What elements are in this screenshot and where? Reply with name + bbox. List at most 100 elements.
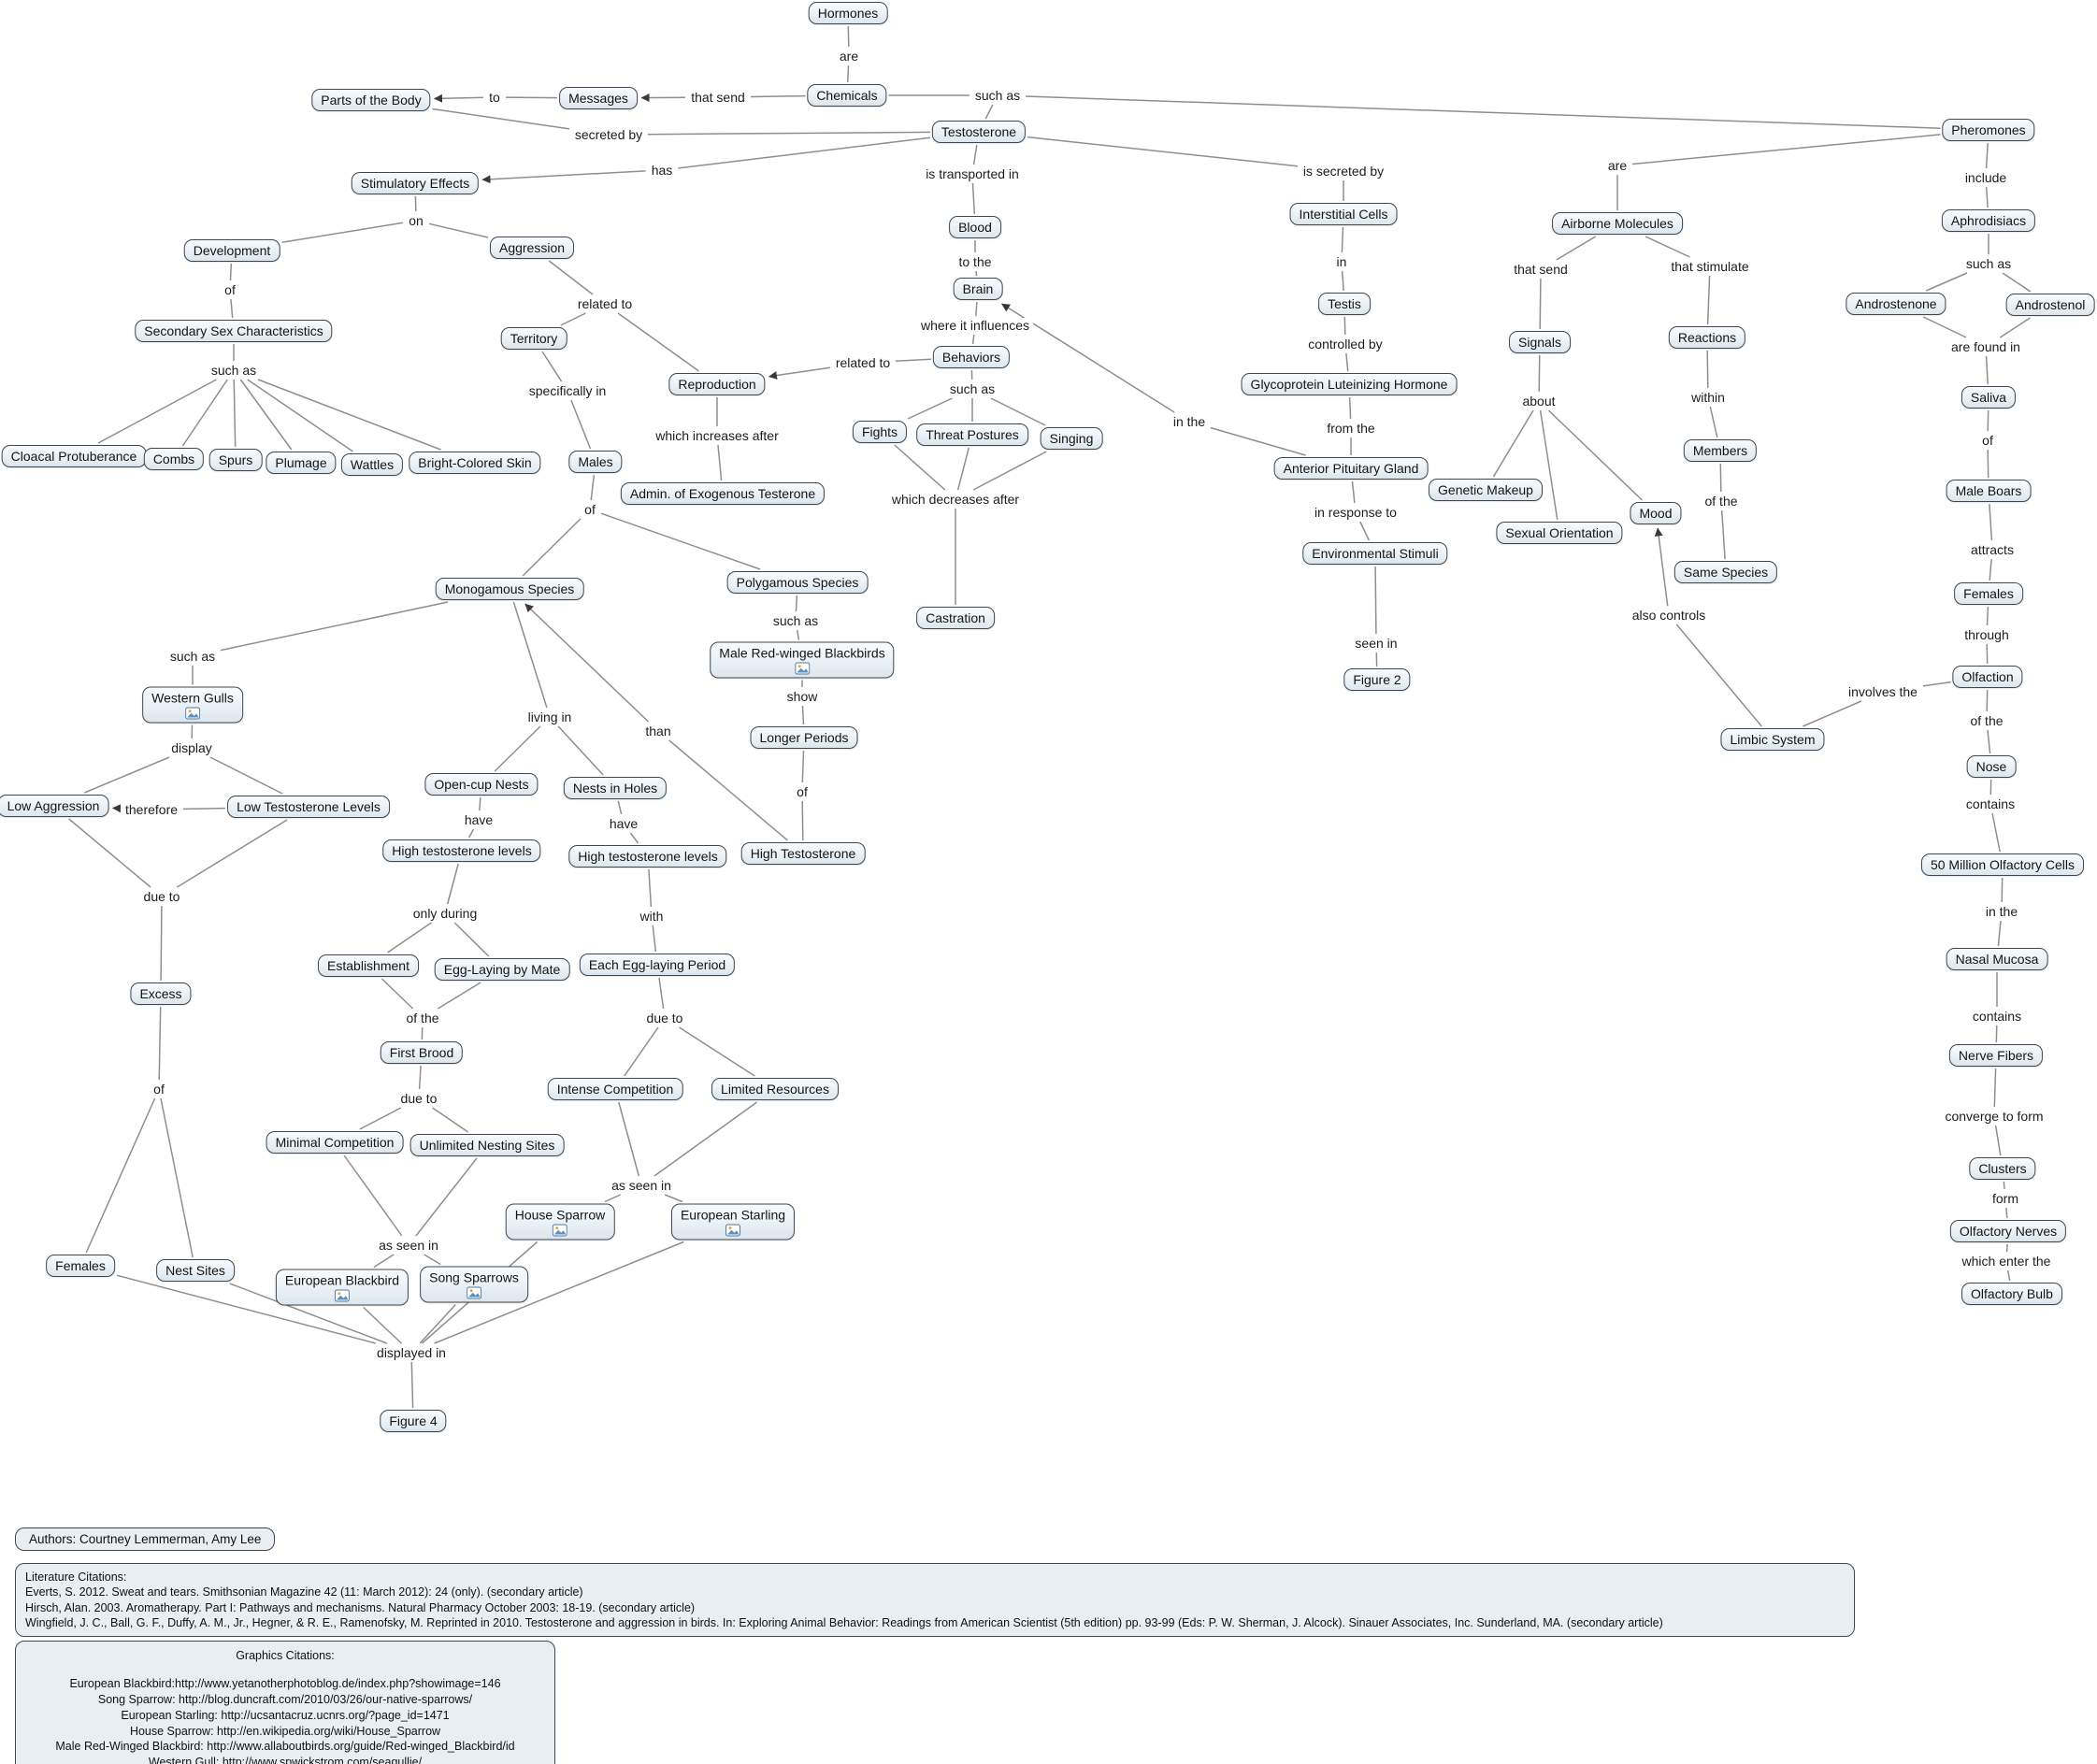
node-reproduction[interactable]: Reproduction <box>668 373 766 395</box>
node-stim_effects[interactable]: Stimulatory Effects <box>351 172 480 194</box>
node-low_test[interactable]: Low Testosterone Levels <box>227 796 390 818</box>
node-anterior[interactable]: Anterior Pituitary Gland <box>1273 457 1429 480</box>
node-each_egg[interactable]: Each Egg-laying Period <box>579 954 736 976</box>
image-attachment-icon[interactable] <box>467 1286 481 1299</box>
node-song_sparrows[interactable]: Song Sparrows <box>420 1266 528 1303</box>
edge-testosterone--l_secretedby <box>647 131 931 136</box>
node-blood[interactable]: Blood <box>949 216 1001 238</box>
node-pheromones[interactable]: Pheromones <box>1942 119 2035 141</box>
node-european_starling[interactable]: European Starling <box>670 1203 796 1241</box>
image-attachment-icon[interactable] <box>184 707 200 720</box>
node-females_l[interactable]: Females <box>46 1255 115 1277</box>
node-behaviors[interactable]: Behaviors <box>932 346 1011 368</box>
image-attachment-icon[interactable] <box>794 662 810 675</box>
node-testosterone[interactable]: Testosterone <box>931 121 1027 143</box>
node-members[interactable]: Members <box>1683 439 1758 462</box>
node-territory[interactable]: Territory <box>500 327 567 350</box>
node-cloacal[interactable]: Cloacal Protuberance <box>1 445 147 467</box>
node-mood[interactable]: Mood <box>1630 502 1682 524</box>
node-excess[interactable]: Excess <box>130 982 192 1005</box>
node-high_test1[interactable]: High testosterone levels <box>382 839 541 862</box>
node-development[interactable]: Development <box>183 239 280 262</box>
node-androstenol[interactable]: Androstenol <box>2005 294 2095 316</box>
node-sexual_orient[interactable]: Sexual Orientation <box>1496 522 1623 544</box>
node-signals[interactable]: Signals <box>1509 331 1571 353</box>
node-nest_sites[interactable]: Nest Sites <box>156 1259 235 1282</box>
node-cells50[interactable]: 50 Million Olfactory Cells <box>1920 853 2085 876</box>
node-interstitial[interactable]: Interstitial Cells <box>1289 203 1398 225</box>
node-plumage[interactable]: Plumage <box>266 452 337 474</box>
node-same_species[interactable]: Same Species <box>1673 561 1778 583</box>
node-egg_laying_mate[interactable]: Egg-Laying by Mate <box>434 958 570 981</box>
node-env_stimuli[interactable]: Environmental Stimuli <box>1302 542 1448 565</box>
node-house_sparrow[interactable]: House Sparrow <box>505 1203 615 1241</box>
node-spurs[interactable]: Spurs <box>208 449 263 471</box>
node-saliva[interactable]: Saliva <box>1961 386 2017 409</box>
node-european_blackbird[interactable]: European Blackbird <box>275 1269 409 1306</box>
node-nose[interactable]: Nose <box>1966 755 2017 778</box>
node-high_test3[interactable]: High Testosterone <box>740 842 866 865</box>
node-male_boars[interactable]: Male Boars <box>1946 480 2032 502</box>
node-first_brood[interactable]: First Brood <box>380 1041 464 1064</box>
node-polygamous[interactable]: Polygamous Species <box>726 571 869 594</box>
edge-l_of_dev--sec_sex <box>230 298 234 319</box>
edge-egg_laying_mate--l_ofthe_brood <box>437 982 481 1010</box>
image-attachment-icon[interactable] <box>725 1224 740 1237</box>
node-threat[interactable]: Threat Postures <box>916 423 1028 446</box>
node-nests_holes[interactable]: Nests in Holes <box>563 777 668 799</box>
node-aphrodisiacs[interactable]: Aphrodisiacs <box>1941 209 2036 232</box>
node-sec_sex[interactable]: Secondary Sex Characteristics <box>135 320 333 342</box>
node-monogamous[interactable]: Monogamous Species <box>435 578 584 600</box>
node-hormones[interactable]: Hormones <box>808 2 888 24</box>
node-establishment[interactable]: Establishment <box>318 954 419 977</box>
node-airborne[interactable]: Airborne Molecules <box>1552 212 1683 235</box>
node-olfactory_bulb[interactable]: Olfactory Bulb <box>1961 1283 2062 1305</box>
node-females_r[interactable]: Females <box>1954 582 2023 605</box>
image-attachment-icon[interactable] <box>335 1289 350 1302</box>
node-unlimited_nest[interactable]: Unlimited Nesting Sites <box>409 1134 565 1156</box>
node-limbic[interactable]: Limbic System <box>1720 728 1825 751</box>
node-chemicals[interactable]: Chemicals <box>807 84 887 107</box>
node-western_gulls[interactable]: Western Gulls <box>142 686 243 724</box>
link-label-l_of_dev: of <box>221 282 239 297</box>
node-admin_ex[interactable]: Admin. of Exogenous Testerone <box>620 482 826 505</box>
node-bright_skin[interactable]: Bright-Colored Skin <box>409 452 541 474</box>
node-glyco[interactable]: Glycoprotein Luteinizing Hormone <box>1241 373 1458 395</box>
node-males[interactable]: Males <box>568 451 623 473</box>
edge-l_converge--clusters <box>1994 1125 2002 1156</box>
node-figure4[interactable]: Figure 4 <box>380 1410 447 1432</box>
node-messages[interactable]: Messages <box>559 87 638 109</box>
node-parts_body[interactable]: Parts of the Body <box>311 89 431 111</box>
node-genetic[interactable]: Genetic Makeup <box>1429 479 1543 501</box>
node-limited_res[interactable]: Limited Resources <box>711 1078 839 1100</box>
node-olfaction[interactable]: Olfaction <box>1952 666 2023 688</box>
link-label-l_about: about <box>1518 394 1559 409</box>
node-intense_comp[interactable]: Intense Competition <box>547 1078 683 1100</box>
node-longer_periods[interactable]: Longer Periods <box>750 726 858 749</box>
node-combs[interactable]: Combs <box>143 448 205 470</box>
node-label: Nose <box>1975 759 2007 774</box>
node-wattles[interactable]: Wattles <box>340 453 404 476</box>
node-castration[interactable]: Castration <box>916 607 995 629</box>
node-reactions[interactable]: Reactions <box>1668 326 1746 349</box>
node-nerve_fibers[interactable]: Nerve Fibers <box>1948 1044 2044 1067</box>
node-high_test2[interactable]: High testosterone levels <box>568 845 727 868</box>
edge-l_suchas_aphro--androstenol <box>2002 272 2032 293</box>
image-attachment-icon[interactable] <box>553 1224 567 1237</box>
node-nasal[interactable]: Nasal Mucosa <box>1946 948 2048 970</box>
node-aggression[interactable]: Aggression <box>489 237 575 259</box>
node-brain[interactable]: Brain <box>953 278 1003 300</box>
node-testis[interactable]: Testis <box>1318 293 1371 315</box>
node-male_rwb[interactable]: Male Red-winged Blackbirds <box>710 641 895 679</box>
node-open_cup[interactable]: Open-cup Nests <box>424 773 539 796</box>
node-minimal_comp[interactable]: Minimal Competition <box>266 1131 404 1154</box>
node-label: Interstitial Cells <box>1299 207 1388 222</box>
node-androstenone[interactable]: Androstenone <box>1846 293 1946 315</box>
node-fights[interactable]: Fights <box>852 421 908 443</box>
node-low_aggr[interactable]: Low Aggression <box>0 795 109 817</box>
node-olfactory_nerves[interactable]: Olfactory Nerves <box>1949 1220 2067 1242</box>
node-clusters[interactable]: Clusters <box>1969 1157 2036 1180</box>
node-figure2[interactable]: Figure 2 <box>1343 668 1411 691</box>
node-singing[interactable]: Singing <box>1040 427 1103 450</box>
